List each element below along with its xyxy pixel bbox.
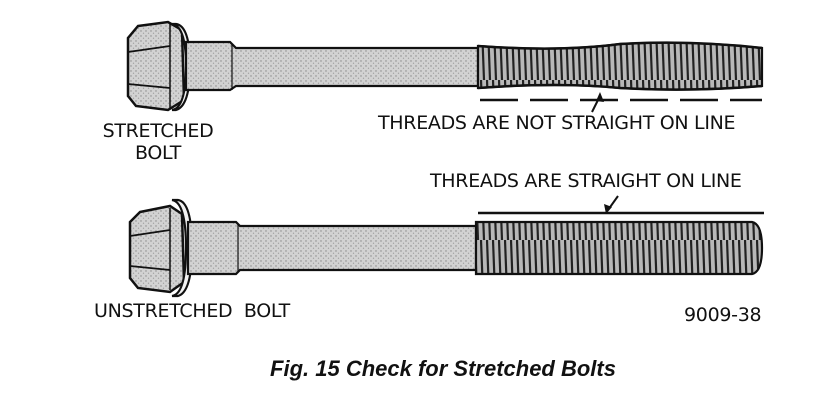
figure-code: 9009-38 xyxy=(684,304,762,326)
unstretched-bolt-label: UNSTRETCHED BOLT xyxy=(94,300,290,322)
unstretched-bolt-head xyxy=(128,204,186,294)
straight-label: THREADS ARE STRAIGHT ON LINE xyxy=(430,170,742,192)
figure-caption: Fig. 15 Check for Stretched Bolts xyxy=(270,356,616,381)
stretched-bolt-shank xyxy=(184,40,480,92)
unstretched-bolt xyxy=(128,195,764,298)
stretched-bolt-threads xyxy=(476,41,764,91)
stretched-label-line1: STRETCHED xyxy=(102,120,214,142)
stretched-bolt xyxy=(126,20,764,113)
unstretched-bolt-shank xyxy=(186,220,478,276)
stretched-label-line2: BOLT xyxy=(134,142,182,164)
stretched-bolt-head xyxy=(126,20,186,112)
stretched-bolt-label: STRETCHED BOLT xyxy=(96,120,220,164)
unstretched-bolt-threads xyxy=(474,220,764,276)
not-straight-label: THREADS ARE NOT STRAIGHT ON LINE xyxy=(378,112,736,134)
